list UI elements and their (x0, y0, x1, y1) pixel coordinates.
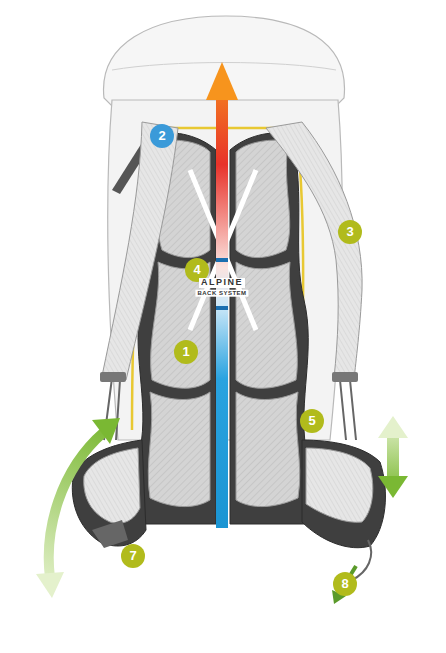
logo-text: BACK SYSTEM (195, 290, 248, 297)
strap-webbing-right (340, 380, 356, 440)
buckle-right (332, 372, 358, 382)
callout-number: 3 (338, 220, 362, 244)
logo-text: ALPINE (199, 278, 245, 288)
pack-lid (104, 16, 345, 112)
callout-number: 8 (333, 572, 357, 596)
airflow-dash (216, 258, 228, 262)
hip-arrow-right-head (378, 416, 408, 438)
adjust-arrows (36, 416, 408, 604)
hip-belt (72, 440, 385, 580)
shoulder-straps (100, 122, 362, 440)
hip-arrow-left (49, 432, 104, 578)
hip-belt-left-pad (84, 448, 140, 523)
hip-arrow-left-tail (36, 572, 64, 598)
hip-arrow-left-head (92, 418, 120, 444)
hip-arrow-right-tail (378, 476, 408, 498)
callout-number: 7 (121, 544, 145, 568)
right-shoulder-strap (266, 122, 362, 380)
callout-number: 5 (300, 409, 324, 433)
right-column-base (230, 133, 308, 524)
hip-belt-left-pocket (92, 520, 128, 548)
callout-number: 2 (150, 124, 174, 148)
left-shoulder-strap (102, 122, 178, 380)
right-column-pad-low (236, 392, 300, 507)
hip-arrow-right-shaft (387, 436, 399, 478)
right-column-pad-mid (236, 262, 297, 388)
hip-belt-right (302, 440, 385, 548)
hip-belt-right-pad (306, 448, 373, 522)
callout-number: 1 (174, 340, 198, 364)
buckle-left (100, 372, 126, 382)
hip-belt-strap (352, 540, 371, 580)
left-column-pad-low (148, 392, 210, 507)
airflow-dash (216, 306, 228, 310)
airflow-shaft (216, 96, 228, 528)
airflow-head (206, 62, 238, 100)
